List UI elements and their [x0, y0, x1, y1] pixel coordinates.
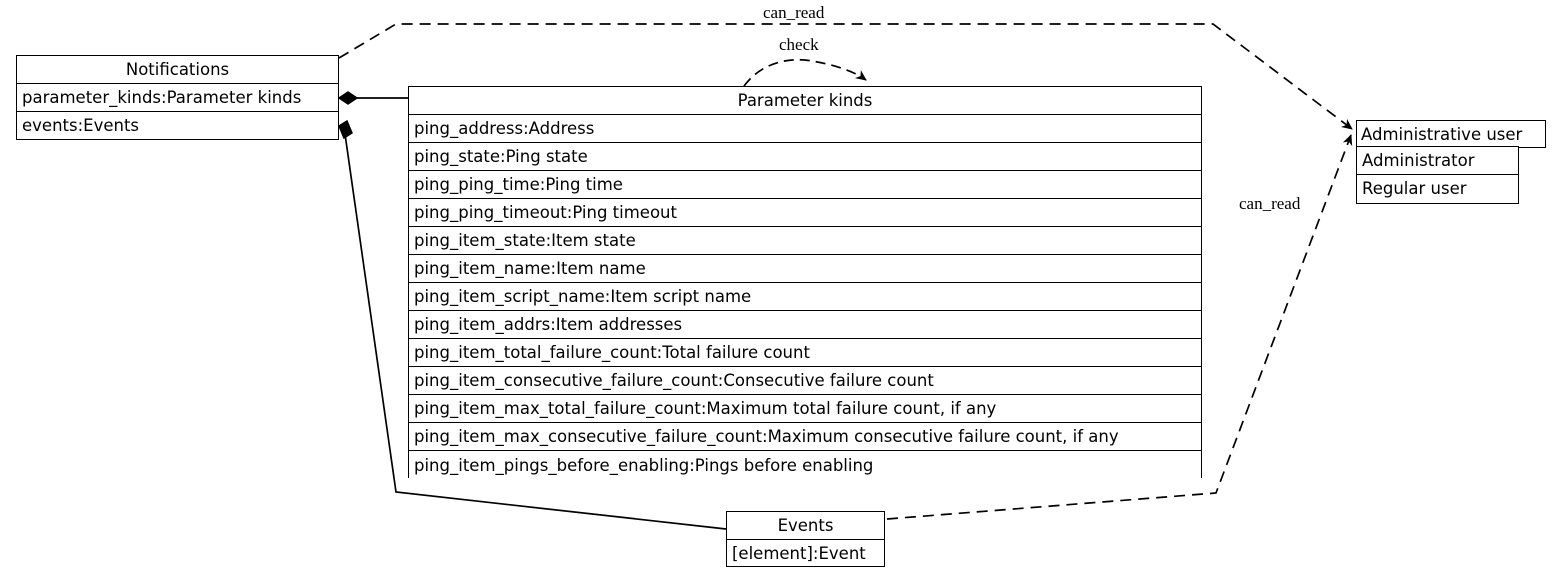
edge-label-check: check [779, 35, 819, 54]
box-parameter-kinds[interactable]: Parameter kinds ping_address:Address pin… [408, 86, 1202, 479]
box-parameter-kinds-attr-0: ping_address:Address [409, 115, 1201, 143]
box-parameter-kinds-title: Parameter kinds [409, 87, 1201, 115]
box-parameter-kinds-attr-10: ping_item_max_total_failure_count:Maximu… [409, 395, 1201, 423]
box-administrative-user[interactable]: Administrative user Administrator Regula… [1356, 120, 1546, 204]
edge-label-can-read-top: can_read [763, 3, 825, 22]
box-notifications-attr-1: events:Events [17, 112, 338, 138]
edge-label-can-read-right: can_read [1239, 194, 1301, 213]
box-notifications[interactable]: Notifications parameter_kinds:Parameter … [16, 55, 339, 140]
box-events-title: Events [727, 512, 884, 540]
edge-can-read-events-admin [886, 134, 1353, 520]
box-notifications-attr-0: parameter_kinds:Parameter kinds [17, 84, 338, 112]
box-parameter-kinds-attr-7: ping_item_addrs:Item addresses [409, 311, 1201, 339]
edge-check-notifications-parameterkinds [743, 58, 867, 87]
box-parameter-kinds-attr-8: ping_item_total_failure_count:Total fail… [409, 339, 1201, 367]
box-parameter-kinds-attr-12: ping_item_pings_before_enabling:Pings be… [409, 451, 1201, 479]
box-administrative-user-attr-0: Administrator [1357, 147, 1518, 175]
box-events-attr-0: [element]:Event [727, 540, 884, 566]
box-parameter-kinds-attr-6: ping_item_script_name:Item script name [409, 283, 1201, 311]
box-administrative-user-attr-1: Regular user [1357, 175, 1518, 202]
box-parameter-kinds-attr-5: ping_item_name:Item name [409, 255, 1201, 283]
box-administrative-user-title: Administrative user [1357, 121, 1545, 147]
edge-can-read-notifications-admin [338, 23, 1353, 130]
composition-diamond-events [338, 119, 353, 140]
box-parameter-kinds-attr-2: ping_ping_time:Ping time [409, 171, 1201, 199]
box-administrative-user-values: Administrator Regular user [1356, 146, 1519, 204]
box-administrative-user-title-cell: Administrative user [1356, 120, 1546, 148]
box-parameter-kinds-attr-3: ping_ping_timeout:Ping timeout [409, 199, 1201, 227]
box-parameter-kinds-attr-11: ping_item_max_consecutive_failure_count:… [409, 423, 1201, 451]
composition-diamond-parameter-kinds [337, 91, 359, 105]
box-parameter-kinds-attr-4: ping_item_state:Item state [409, 227, 1201, 255]
box-parameter-kinds-attr-1: ping_state:Ping state [409, 143, 1201, 171]
box-parameter-kinds-attr-9: ping_item_consecutive_failure_count:Cons… [409, 367, 1201, 395]
box-notifications-title: Notifications [17, 56, 338, 84]
edge-composition-events [344, 133, 727, 530]
box-events[interactable]: Events [element]:Event [726, 511, 885, 567]
